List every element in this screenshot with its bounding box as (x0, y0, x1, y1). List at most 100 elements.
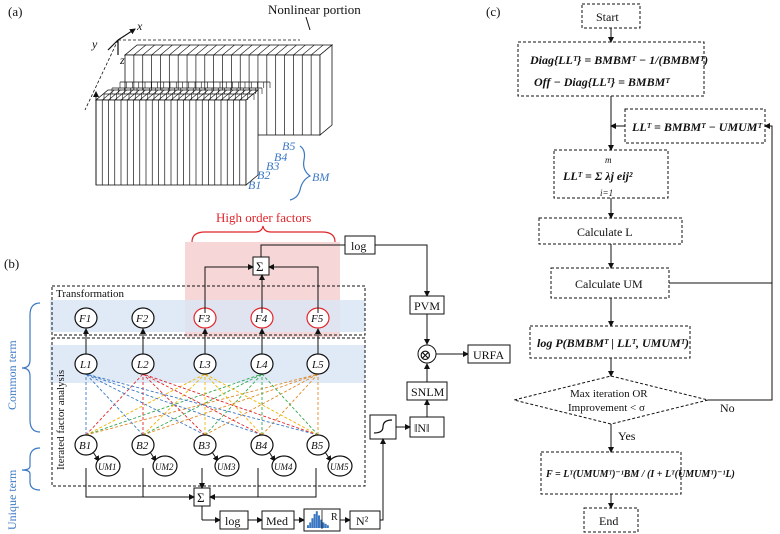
f-node-label: F1 (78, 313, 91, 325)
loading-line (142, 373, 206, 436)
loading-line (85, 373, 263, 436)
llt-sum-box (553, 149, 669, 199)
loading-line (142, 373, 319, 436)
loading-line (204, 373, 319, 436)
histogram-icon (307, 510, 329, 529)
high-order-brace (191, 225, 336, 243)
f-node (131, 307, 155, 329)
histogram-bar (315, 511, 318, 528)
b-node (306, 434, 330, 456)
u-node (271, 455, 297, 477)
end-label: End (599, 514, 618, 528)
f-node (74, 307, 98, 329)
llt-update-eq: LLᵀ = BMBMᵀ − UMUMᵀ (631, 120, 762, 134)
axis-y-label: y (91, 37, 98, 51)
b-node (74, 434, 98, 456)
high-order-label: High order factors (216, 210, 311, 225)
loading-line (204, 373, 319, 436)
panel-a: (a) Nonlinear portion x y z B5 B4 B3 B2 … (8, 2, 361, 201)
loading-line (204, 373, 263, 436)
histogram-bar (307, 525, 309, 528)
r-label: R (331, 512, 338, 523)
panel-a-label: (a) (8, 4, 22, 19)
axis-x-label: x (136, 19, 143, 33)
lower-block (94, 89, 260, 186)
common-term-label: Common term (5, 340, 19, 410)
histogram-bar (313, 514, 316, 528)
bm-label: BM (312, 170, 330, 184)
offdiag-eq: Off − Diag{LLᵀ} = BMBMᵀ (534, 75, 670, 89)
u-node-label: UM2 (155, 462, 174, 472)
iterated-factor-box (51, 337, 366, 487)
otimes-symbol: ⊗ (419, 348, 432, 364)
l-node (250, 353, 274, 375)
urfa-box (467, 344, 511, 364)
b-node-label: B2 (136, 440, 149, 452)
b1-label: B1 (248, 178, 261, 192)
nonlinear-label: Nonlinear portion (268, 2, 361, 17)
histogram-bar (326, 525, 329, 528)
factor-loadings (85, 373, 319, 436)
panel-b-label: (b) (4, 256, 19, 271)
l-node-label: L3 (198, 359, 211, 371)
sigmoid-icon (373, 419, 393, 434)
l-node-label: L4 (255, 359, 268, 371)
f-node-label: F3 (197, 313, 211, 325)
calc-l-label: Calculate L (577, 225, 633, 239)
panel-c: (c) Start Diag{LLᵀ} = BMBMᵀ − 1/(BMBMᵀ) … (486, 3, 773, 533)
urfa-label: URFA (473, 348, 504, 362)
top-log-label: log (351, 239, 366, 253)
unique-term-label: Unique term (5, 469, 19, 530)
l-node-label: L1 (79, 359, 92, 371)
log-p-eq: log P(BMBMᵀ | LLᵀ, UMUMᵀ) (537, 336, 689, 350)
l-node (306, 353, 330, 375)
transformation-label: Transformation (56, 288, 125, 300)
diag-eq: Diag{LLᵀ} = BMBMᵀ − 1/(BMBMᵀ) (529, 53, 708, 67)
decision-line2: Improvement < σ (568, 402, 645, 414)
start-label: Start (596, 10, 619, 24)
yes-label: Yes (618, 429, 636, 443)
block-stack (84, 39, 334, 186)
sum-lower: i=1 (600, 188, 613, 198)
u-node-label: UM1 (98, 462, 117, 472)
b-node-label: B3 (198, 440, 211, 452)
pvm-label: PVM (414, 299, 440, 313)
med-label: Med (266, 514, 288, 528)
b4-label: B4 (274, 150, 287, 164)
log-p-box (529, 325, 691, 359)
b-node (131, 434, 155, 456)
llt-sum-eq: LLᵀ = Σ λj eij² (562, 169, 633, 183)
factor-graph: F1L1B1UM1F2L2B2UM2F3L3B3UM3F4L4B4UM4F5L5… (74, 307, 353, 477)
l-node-label: L2 (136, 359, 149, 371)
top-sum: Σ (252, 256, 270, 276)
histogram-bar (320, 519, 323, 528)
panel-c-label: (c) (486, 4, 500, 19)
top-sum-symbol: Σ (256, 259, 264, 274)
slab-layer (111, 87, 263, 94)
loading-line (261, 373, 319, 436)
u-node-label: UM3 (217, 462, 236, 472)
loading-line (85, 373, 144, 436)
l-node (131, 353, 155, 375)
bm-labels: B5 B4 B3 B2 B1 BM (248, 139, 330, 201)
b-node (250, 434, 274, 456)
f-node-label: F5 (310, 313, 324, 325)
n2-label: N² (356, 514, 369, 528)
b-node (193, 434, 217, 456)
loading-line (85, 373, 206, 436)
iterated-label: Iterated factor analysis (55, 370, 67, 470)
loading-line (142, 373, 206, 436)
transformation-box (51, 285, 366, 336)
slab-layer (119, 81, 271, 88)
histogram-bar (324, 523, 327, 528)
b-node-label: B5 (311, 440, 324, 452)
bottom-log-label: log (225, 514, 240, 528)
u-node (152, 455, 178, 477)
norm-label: ‖N‖ (414, 421, 429, 435)
histogram-bar (322, 522, 325, 528)
histogram-bar (311, 518, 314, 528)
decision-line1: Max iteration OR (570, 388, 648, 400)
sum-upper: m (605, 155, 612, 165)
